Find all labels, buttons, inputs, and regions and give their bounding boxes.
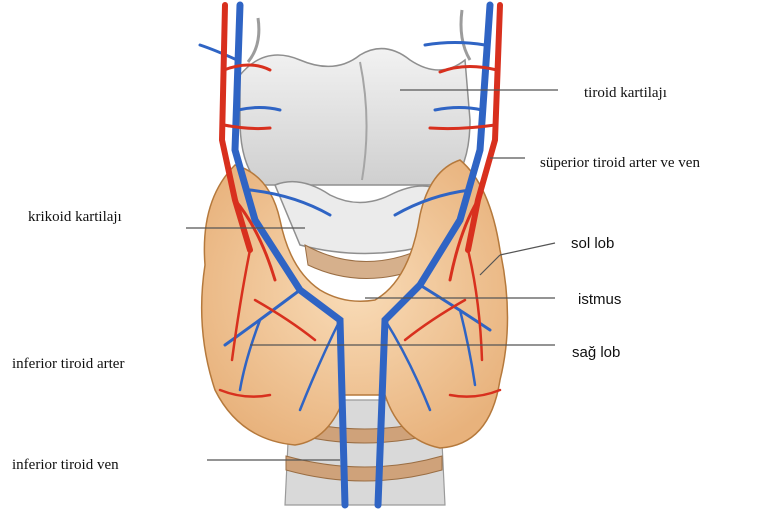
thyroid-cartilage [240,10,470,185]
label-inferior-thyroid-artery: inferior tiroid arter [12,357,124,372]
label-inferior-thyroid-vein: inferior tiroid ven [12,458,119,473]
pointer-left-lobe-2 [500,243,555,255]
label-superior-thyroid-artery-vein: süperior tiroid arter ve ven [540,156,700,171]
label-isthmus: istmus [578,292,621,307]
label-right-lobe: sağ lob [572,345,620,360]
label-left-lobe: sol lob [571,236,614,251]
label-thyroid-cartilage: tiroid kartilajı [584,86,667,101]
label-cricoid-cartilage: krikoid kartilajı [28,210,122,225]
